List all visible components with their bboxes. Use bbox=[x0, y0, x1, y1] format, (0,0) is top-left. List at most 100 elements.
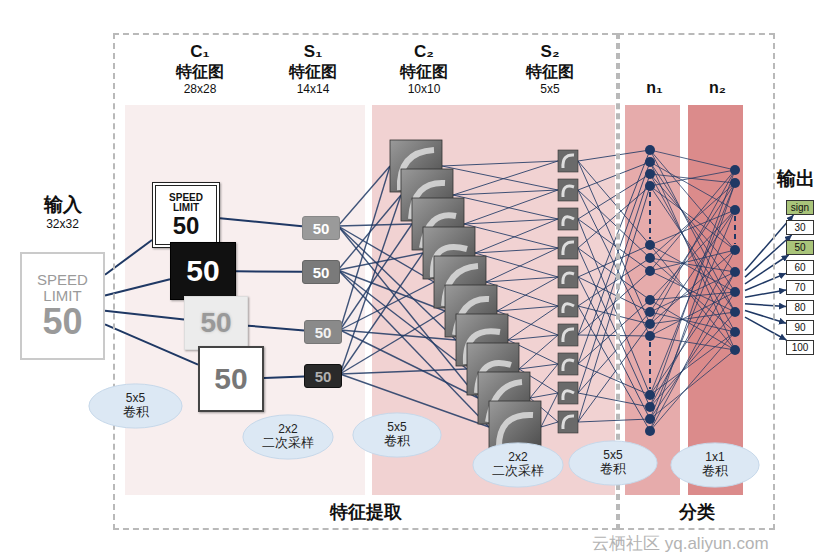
n1-n2-line bbox=[650, 250, 735, 271]
feature-stroke bbox=[563, 304, 574, 313]
operation-ellipse: 1x1卷积 bbox=[670, 442, 760, 488]
node-text: 60 bbox=[794, 263, 805, 273]
n1-n2-line bbox=[650, 332, 735, 431]
n1-n2-line bbox=[650, 162, 735, 350]
output-box: 80 bbox=[786, 300, 814, 315]
node-text: 30 bbox=[794, 223, 805, 233]
s2-n1-line bbox=[578, 174, 650, 219]
n1-neuron bbox=[645, 253, 655, 263]
ellipse-outline bbox=[671, 443, 759, 487]
c2-s2-line bbox=[486, 277, 558, 282]
feature-stroke bbox=[563, 217, 574, 226]
watermark: 云栖社区 yq.aliyun.com bbox=[592, 532, 769, 555]
s1-c2-line bbox=[340, 224, 412, 330]
s1-c2-line bbox=[340, 369, 467, 374]
operation-ellipse: 5x5卷积 bbox=[352, 412, 442, 458]
feature-map: 50 bbox=[304, 320, 342, 344]
output-label: 输出 bbox=[777, 166, 815, 192]
n1-neuron bbox=[645, 414, 655, 424]
node-text: 5x5 bbox=[387, 421, 406, 435]
n1-n2-line bbox=[650, 272, 735, 395]
s2-feature-map bbox=[558, 179, 578, 201]
ellipse-outline bbox=[243, 415, 333, 459]
n1-n2-line bbox=[650, 150, 735, 250]
output-box: 60 bbox=[786, 260, 814, 275]
output-box: 70 bbox=[786, 280, 814, 295]
s2-feature-map bbox=[558, 411, 578, 433]
output-box: 30 bbox=[786, 220, 814, 235]
operation-ellipse: 5x5卷积 bbox=[568, 440, 658, 486]
n1-n2-line bbox=[650, 150, 735, 170]
node-text: 卷积 bbox=[123, 405, 149, 420]
c2-s2-line bbox=[541, 422, 558, 427]
n2-neuron bbox=[730, 205, 740, 215]
n1-neuron bbox=[645, 390, 655, 400]
c2-s2-line bbox=[530, 364, 558, 398]
c2-s2-line bbox=[464, 224, 558, 248]
operation-ellipse: 2x2二次采样 bbox=[242, 414, 334, 460]
dashed-neuron-gap bbox=[649, 192, 651, 239]
feature-stroke bbox=[563, 186, 574, 197]
s2-feature-map bbox=[558, 353, 578, 375]
n1-neuron bbox=[645, 157, 655, 167]
n1-neuron bbox=[645, 319, 655, 329]
s2-n1-line bbox=[578, 364, 650, 395]
output-arrow bbox=[745, 317, 786, 340]
c2-s2-line bbox=[508, 335, 558, 340]
n2-neuron bbox=[730, 245, 740, 255]
node-text: 50 bbox=[794, 243, 805, 253]
node-text: 5x5 bbox=[540, 82, 559, 96]
n1-neuron bbox=[645, 307, 655, 317]
s1-c2-line bbox=[340, 311, 445, 374]
s2-feature-map bbox=[558, 237, 578, 259]
node-text: 50 bbox=[315, 325, 332, 340]
node-text: 卷积 bbox=[702, 464, 728, 479]
n2-neuron bbox=[730, 287, 740, 297]
node-text: 特征提取 bbox=[330, 500, 402, 524]
node-text: 32x32 bbox=[2, 217, 123, 231]
ellipse-outline bbox=[569, 441, 657, 485]
connector-line bbox=[220, 218, 302, 226]
dashed-region: 特征提取C₁特征图28x28SPEED LIMIT50505050S₁特征图14… bbox=[113, 33, 618, 530]
connector-line bbox=[236, 270, 302, 273]
output-arrow bbox=[745, 255, 789, 284]
output-box: 50 bbox=[786, 240, 814, 255]
ellipse-outline bbox=[353, 413, 441, 457]
node-text: 二次采样 bbox=[492, 464, 544, 479]
node-text: 50 bbox=[200, 309, 231, 337]
n1-neuron bbox=[645, 169, 655, 179]
n2-neuron bbox=[730, 345, 740, 355]
c2-s2-line bbox=[530, 393, 558, 398]
s2-n1-line bbox=[578, 245, 650, 277]
node-text: SPEED LIMIT bbox=[30, 272, 96, 304]
s2-feature-map bbox=[558, 208, 578, 230]
n1-band bbox=[625, 105, 680, 495]
connector-line bbox=[264, 377, 304, 378]
node-text: 5x5 bbox=[126, 392, 145, 406]
node-text: 90 bbox=[794, 323, 805, 333]
output-arrow bbox=[745, 290, 786, 297]
s2-feature-map bbox=[558, 266, 578, 288]
neuron-layer: n₂ bbox=[690, 107, 745, 497]
c2-s2-line bbox=[442, 161, 558, 166]
output-arrow bbox=[745, 304, 786, 307]
node-text: 特征图 bbox=[400, 62, 448, 81]
s2-n1-line bbox=[578, 324, 650, 422]
n1-n2-line bbox=[650, 350, 735, 419]
node-text: 1x1 bbox=[705, 451, 724, 465]
n1-n2-line bbox=[650, 250, 735, 324]
feature-map: 50 bbox=[198, 346, 264, 412]
node-text: 特征图 bbox=[176, 62, 224, 81]
node-text: S₁ bbox=[304, 42, 322, 62]
node-text: n₂ bbox=[690, 79, 745, 97]
output-box: 90 bbox=[786, 320, 814, 335]
n1-neuron bbox=[645, 181, 655, 191]
n1-n2-line bbox=[650, 170, 735, 324]
c2-s2-line bbox=[508, 306, 558, 340]
feature-map: SPEED LIMIT50 bbox=[152, 182, 220, 248]
c2-s2-line bbox=[497, 306, 558, 311]
feature-map-column: S₂特征图5x5 bbox=[502, 40, 598, 490]
s2-n1-line bbox=[578, 300, 650, 364]
n1-n2-line bbox=[650, 272, 735, 431]
n2-neuron bbox=[730, 307, 740, 317]
